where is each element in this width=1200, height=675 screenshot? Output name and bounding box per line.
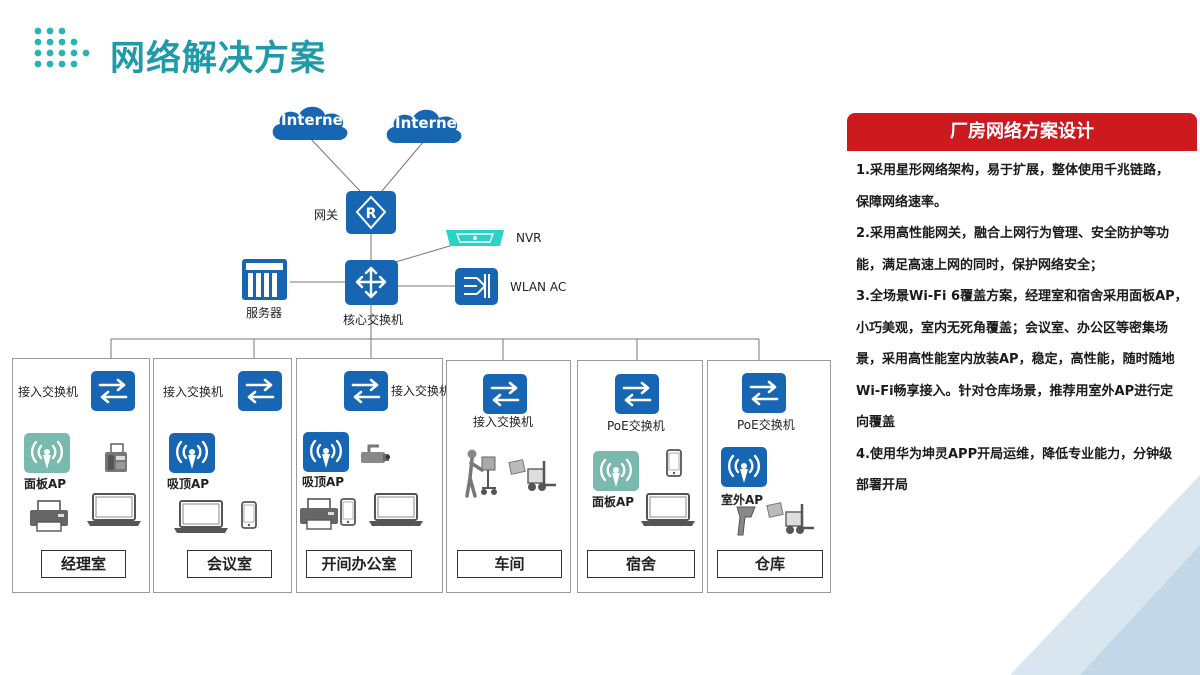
access-switch-label: 接入交换机 bbox=[391, 384, 452, 398]
panel-line: 向覆盖 bbox=[856, 415, 896, 430]
internet-label-1: Internet bbox=[281, 111, 351, 129]
poe-switch-label: PoE交换机 bbox=[607, 419, 665, 433]
panel-line: 能，满足高速上网的同时，保护网络安全； bbox=[856, 257, 1104, 273]
access-switch-label: 接入交换机 bbox=[18, 385, 79, 399]
zone-name-label: 宿舍 bbox=[587, 550, 695, 578]
ceiling-ap-icon bbox=[169, 433, 215, 473]
laptop-icon bbox=[173, 499, 229, 535]
cloud-icon bbox=[386, 109, 462, 144]
panel-line: 4.使用华为坤灵APP开局运维，降低专业能力，分钟级 bbox=[856, 446, 1173, 462]
forklift-icon bbox=[766, 500, 816, 536]
barcode-scanner-icon bbox=[734, 505, 758, 537]
fax-icon bbox=[103, 443, 129, 473]
panel-line: 2.采用高性能网关，融合上网行为管理、安全防护等功 bbox=[856, 226, 1169, 241]
switch-icon bbox=[615, 374, 659, 414]
core-switch-icon bbox=[345, 260, 398, 305]
page-title: 网络解决方案 bbox=[110, 39, 327, 79]
server-label: 服务器 bbox=[246, 306, 283, 320]
panel-ap-icon bbox=[593, 451, 639, 491]
panel-line: 1.采用星形网络架构，易于扩展，整体使用千兆链路， bbox=[856, 163, 1169, 178]
zone-name-label: 经理室 bbox=[41, 550, 126, 578]
decorative-corner bbox=[1010, 475, 1200, 675]
access-switch-label: 接入交换机 bbox=[163, 385, 224, 399]
zone-name-label: 开间办公室 bbox=[306, 550, 412, 578]
nvr-label: NVR bbox=[516, 231, 542, 245]
ap-label: 吸顶AP bbox=[302, 475, 345, 489]
panel-body: 1.采用星形网络架构，易于扩展，整体使用千兆链路， 保障网络速率。 2.采用高性… bbox=[847, 151, 1200, 500]
server-icon bbox=[242, 259, 287, 300]
phone-icon bbox=[340, 498, 356, 526]
panel-ap-icon bbox=[24, 433, 70, 473]
wlan-ac-label: WLAN AC bbox=[510, 280, 567, 294]
internet-label-2: Internet bbox=[395, 114, 465, 132]
switch-icon bbox=[344, 371, 388, 411]
gateway-label: 网关 bbox=[314, 208, 339, 222]
panel-line: 保障网络速率。 bbox=[856, 194, 948, 210]
ap-label: 面板AP bbox=[24, 477, 67, 491]
cloud-icon bbox=[272, 106, 348, 141]
ap-label: 室外AP bbox=[721, 493, 764, 507]
forklift-icon bbox=[508, 457, 558, 493]
worker-icon bbox=[462, 448, 504, 498]
zone-name-label: 车间 bbox=[457, 550, 562, 578]
wlan-ac-icon bbox=[455, 268, 498, 305]
svg-text:R: R bbox=[366, 206, 377, 222]
switch-icon bbox=[238, 371, 282, 411]
panel-line: 景，采用高性能室内放装AP，稳定，高性能，随时随地 bbox=[856, 352, 1175, 367]
access-switch-label: 接入交换机 bbox=[473, 415, 534, 429]
panel-title: 厂房网络方案设计 bbox=[847, 113, 1197, 151]
poe-switch-label: PoE交换机 bbox=[737, 418, 795, 432]
ap-label: 吸顶AP bbox=[167, 477, 210, 491]
switch-icon bbox=[483, 374, 527, 414]
nvr-icon bbox=[446, 230, 504, 246]
ap-label: 面板AP bbox=[592, 495, 635, 509]
switch-icon bbox=[91, 371, 135, 411]
zone-name-label: 会议室 bbox=[187, 550, 272, 578]
laptop-icon bbox=[640, 492, 696, 528]
panel-line: 3.全场景Wi-Fi 6覆盖方案，经理室和宿舍采用面板AP， bbox=[856, 289, 1188, 304]
connection-lines bbox=[110, 137, 760, 374]
laptop-icon bbox=[86, 492, 142, 528]
ceiling-ap-icon bbox=[303, 432, 349, 472]
phone-icon bbox=[241, 501, 257, 529]
switch-icon bbox=[742, 373, 786, 413]
panel-line: Wi-Fi畅享接入。针对仓库场景，推荐用室外AP进行定 bbox=[856, 383, 1174, 399]
core-switch-label: 核心交换机 bbox=[343, 313, 404, 327]
panel-line: 部署开局 bbox=[856, 478, 909, 493]
outdoor-ap-icon bbox=[721, 447, 767, 487]
camera-icon bbox=[359, 442, 393, 472]
logo-dots-icon bbox=[34, 27, 90, 68]
zone-name-label: 仓库 bbox=[717, 550, 823, 578]
laptop-icon bbox=[368, 492, 424, 528]
phone-icon bbox=[666, 449, 682, 477]
printer-icon bbox=[299, 498, 339, 530]
router-icon: R bbox=[346, 191, 396, 234]
printer-icon bbox=[29, 500, 69, 532]
panel-line: 小巧美观，室内无死角覆盖；会议室、办公区等密集场 bbox=[856, 320, 1169, 336]
